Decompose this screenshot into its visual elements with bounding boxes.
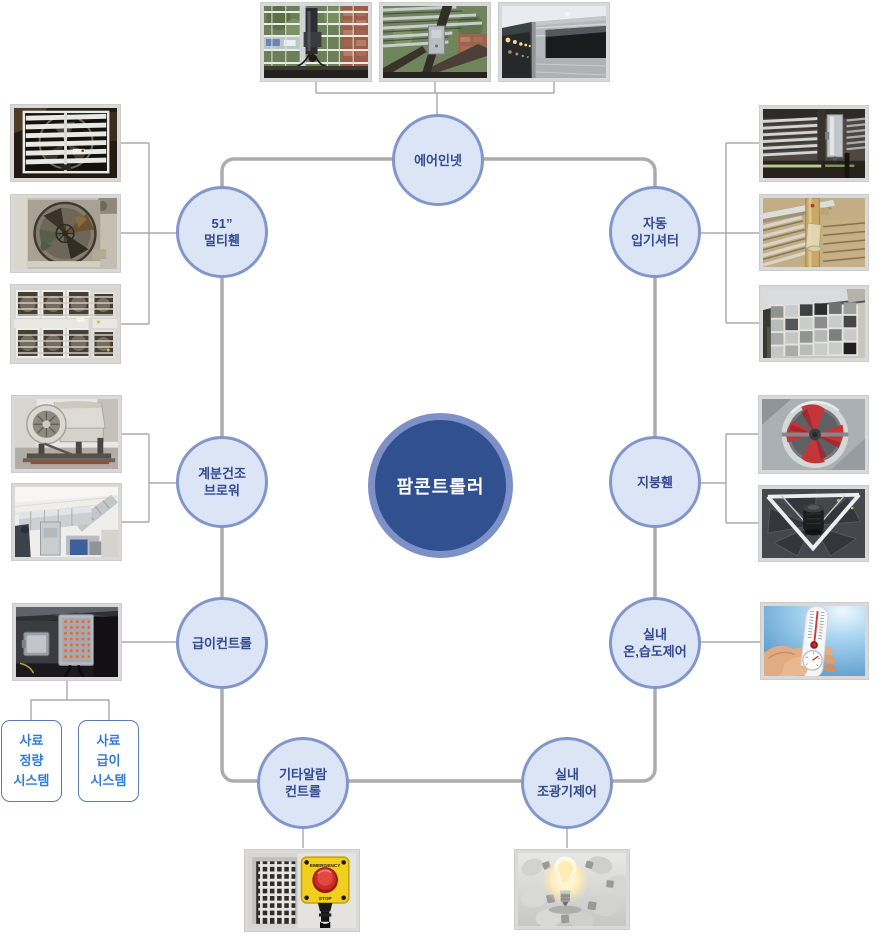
node-alarm-control-label: 기타알람 컨트롤: [279, 767, 327, 799]
feedbox-feeding: 사료 급이 시스템: [78, 720, 139, 802]
auto-shutter-wall-photo: [759, 285, 869, 362]
multi-fan-bank-image: [14, 288, 117, 360]
node-auto-shutter-label: 자동 입기셔터: [631, 216, 679, 248]
feed-control-box-image: [16, 607, 118, 677]
photo-connectors: [30, 82, 760, 848]
manure-duct-photo: [11, 483, 122, 561]
manure-duct-image: [15, 487, 118, 557]
multi-fan-shutter-photo: [10, 104, 121, 182]
node-multi-fan: 51” 멀티휀: [176, 186, 268, 278]
auto-shutter-closeup-photo: [759, 194, 869, 271]
auto-shutter-actuator-image: [763, 109, 865, 178]
emergency-stop-photo: EMERGENCY STOP: [244, 849, 360, 932]
emergency-stop-image: EMERGENCY STOP: [248, 853, 356, 928]
hub-label: 팜콘트롤러: [396, 476, 485, 497]
feedbox-weighing-label: 사료 정량 시스템: [13, 733, 50, 788]
roof-fan-motor-image: [762, 489, 865, 558]
thermometer-photo: [760, 602, 869, 680]
light-bulbs-image: [518, 853, 626, 926]
feedbox-feeding-label: 사료 급이 시스템: [90, 733, 127, 788]
multi-fan-closeup-photo: [10, 194, 121, 273]
air-inlet-louver-image: [383, 6, 487, 78]
manure-blower-photo: [11, 395, 122, 473]
air-inlet-louver-photo: [379, 2, 491, 82]
feed-control-box-photo: [12, 603, 122, 681]
air-inlet-inside-image: [502, 6, 606, 78]
feedbox-weighing: 사료 정량 시스템: [1, 720, 62, 802]
node-alarm-control: 기타알람 컨트롤: [257, 737, 349, 829]
node-feed-control-label: 급이컨트롤: [192, 635, 252, 651]
multi-fan-closeup-image: [14, 198, 117, 269]
roof-fan-motor-photo: [758, 485, 869, 562]
node-roof-fan: 지붕휀: [609, 436, 701, 528]
air-inlet-actuator-photo: [260, 2, 372, 82]
emergency-label: EMERGENCY: [310, 863, 341, 869]
node-temp-humidity: 실내 온,습도제어: [609, 597, 701, 689]
air-inlet-actuator-image: [264, 6, 368, 78]
manure-blower-image: [15, 399, 118, 469]
auto-shutter-closeup-image: [763, 198, 865, 267]
node-air-inlet-label: 에어인넷: [414, 152, 462, 168]
node-temp-humidity-label: 실내 온,습도제어: [623, 627, 687, 659]
auto-shutter-actuator-photo: [759, 105, 869, 182]
roof-fan-red-photo: [758, 395, 869, 474]
node-air-inlet: 에어인넷: [392, 114, 484, 206]
multi-fan-bank-photo: [10, 284, 121, 364]
stop-label: STOP: [319, 896, 332, 902]
air-inlet-inside-photo: [498, 2, 610, 82]
node-auto-shutter: 자동 입기셔터: [609, 186, 701, 278]
node-light-dimming-label: 실내 조광기제어: [537, 767, 597, 799]
light-bulbs-photo: [514, 849, 630, 930]
node-roof-fan-label: 지붕휀: [637, 474, 673, 490]
thermometer-image: [764, 606, 865, 676]
node-manure-blower: 계분건조 브로워: [176, 436, 268, 528]
node-feed-control: 급이컨트롤: [176, 597, 268, 689]
auto-shutter-wall-image: [763, 289, 865, 358]
node-light-dimming: 실내 조광기제어: [521, 737, 613, 829]
multi-fan-shutter-image: [14, 108, 117, 178]
node-manure-blower-label: 계분건조 브로워: [198, 466, 246, 498]
node-multi-fan-label: 51” 멀티휀: [204, 216, 240, 248]
roof-fan-red-image: [762, 399, 865, 470]
hub-farm-controller: 팜콘트롤러: [368, 413, 513, 558]
